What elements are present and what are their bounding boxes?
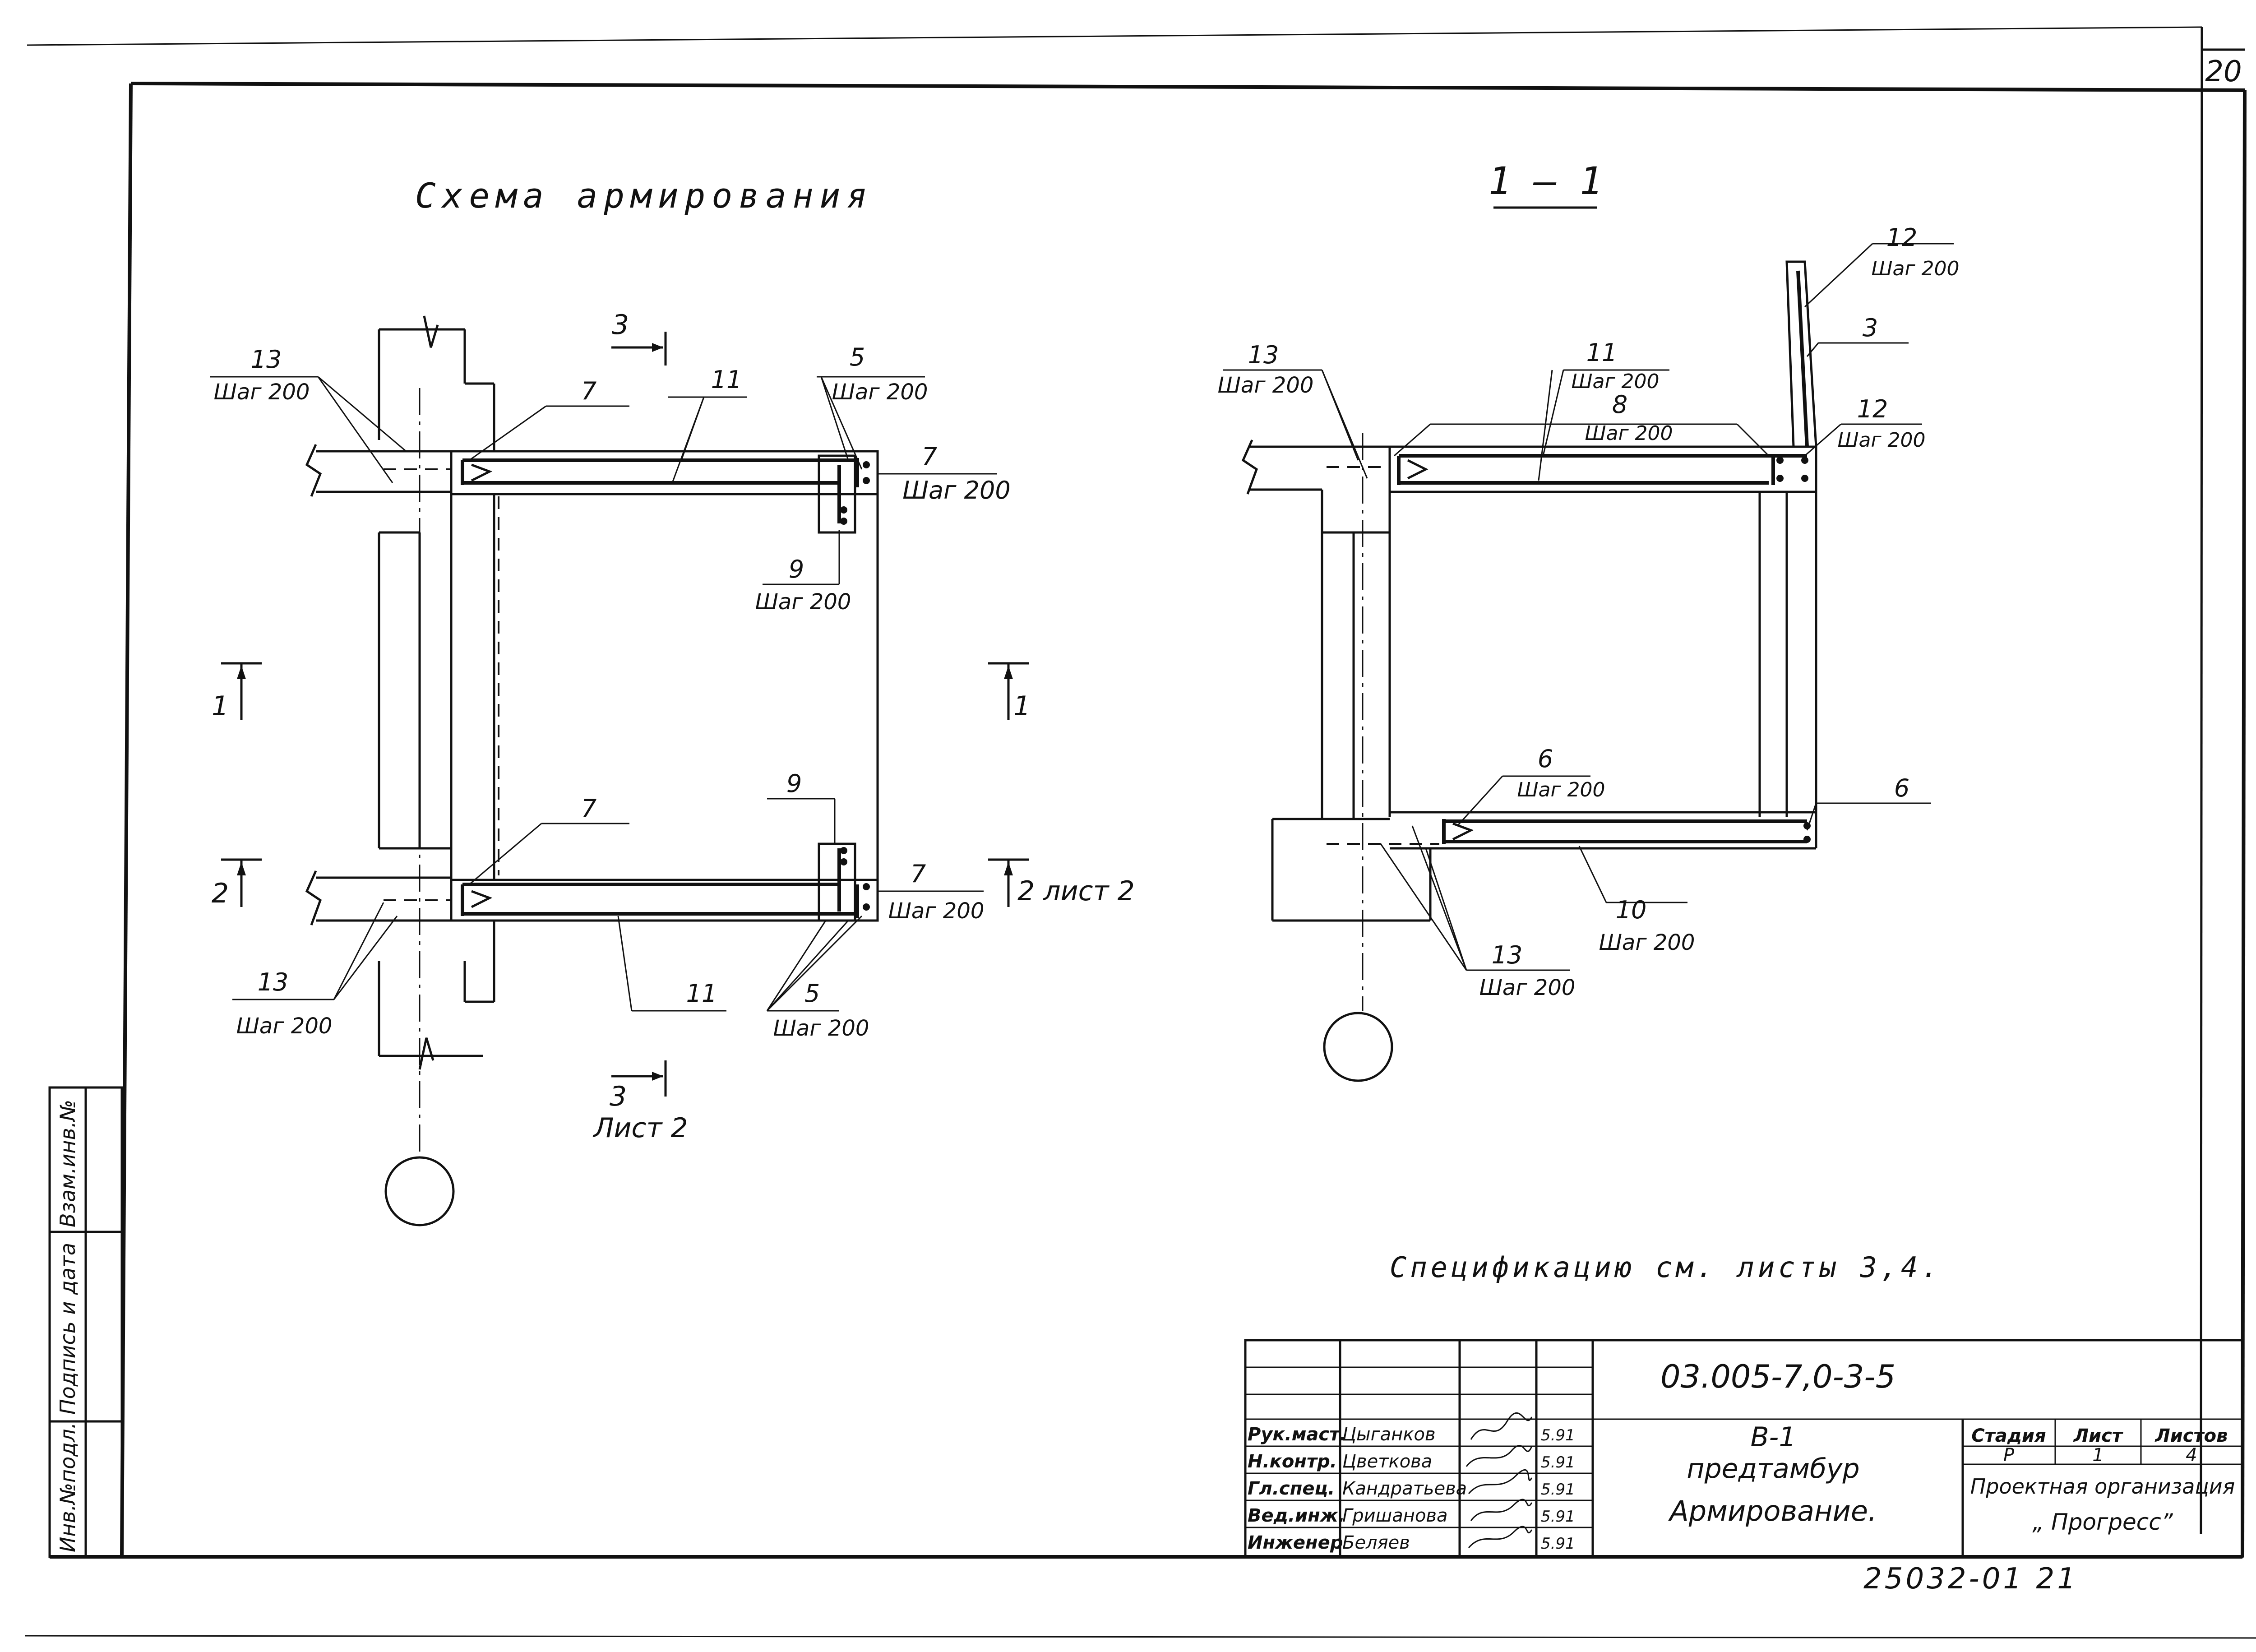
sheet-frame <box>24 26 2256 1639</box>
section-callout-6-inner-step: Шаг 200 <box>1517 778 1605 801</box>
plan-section-1-right: 1 <box>1013 690 1031 722</box>
tb-desc-line3: Армирование. <box>1668 1495 1877 1527</box>
section-geometry <box>1241 260 1817 1082</box>
plan-callout-7-right-top-step: Шаг 200 <box>902 476 1010 504</box>
plan-callout-5-bottom-num: 5 <box>804 979 820 1008</box>
title-block-grid <box>1244 1339 2244 1558</box>
plan-geometry <box>305 315 879 1226</box>
plan-callout-7-right-bottom-num: 7 <box>911 860 926 888</box>
section-callout-13-bottom-num: 13 <box>1492 941 1523 969</box>
tb-row-3-name: Кандратьева <box>1342 1478 1467 1499</box>
tb-stage-value: Р <box>2003 1445 2015 1466</box>
tb-row-3-role: Гл.спец. <box>1248 1478 1335 1499</box>
plan-callout-7-right-top-num: 7 <box>922 442 937 471</box>
tb-sheets-value: 4 <box>2186 1445 2197 1466</box>
section-callout-11-step: Шаг 200 <box>1571 370 1659 393</box>
plan-callout-5-top-num: 5 <box>850 343 865 371</box>
plan-section-3-bottom: 3 <box>610 1081 627 1112</box>
plan-section-marks <box>221 332 1029 1097</box>
tb-row-5-name: Беляев <box>1342 1532 1410 1553</box>
tb-row-1-role: Рук.маст. <box>1248 1424 1347 1445</box>
side-stamp <box>48 1086 123 1558</box>
section-leaders <box>1223 243 1954 971</box>
plan-callout-7-bottom-num: 7 <box>581 794 596 823</box>
plan-title: Схема армирования <box>415 176 874 216</box>
section-callout-8-step: Шаг 200 <box>1585 422 1673 445</box>
section-callout-13-top-num: 13 <box>1248 341 1279 369</box>
footer-code: 25032-01 21 <box>1863 1562 2078 1596</box>
section-callout-11-num: 11 <box>1586 338 1618 367</box>
plan-callout-11-bottom-num: 11 <box>686 979 717 1008</box>
plan-callout-13-top-step: Шаг 200 <box>214 379 310 405</box>
tb-row-3-date: 5.91 <box>1541 1481 1575 1499</box>
plan-callout-13-bottom-step: Шаг 200 <box>236 1013 333 1039</box>
section-callout-10-step: Шаг 200 <box>1599 930 1695 955</box>
section-callout-13-bottom-step: Шаг 200 <box>1479 975 1576 1000</box>
tb-row-4-name: Гришанова <box>1342 1505 1448 1526</box>
tb-row-2-name: Цветкова <box>1342 1451 1432 1472</box>
plan-callout-5-bottom-step: Шаг 200 <box>773 1016 869 1041</box>
side-stamp-replace-label: Взам.инв.№ <box>55 1100 80 1227</box>
plan-callout-9-bottom-num: 9 <box>786 769 802 798</box>
section-callout-12-top-num: 12 <box>1886 223 1918 252</box>
plan-callout-7-top-num: 7 <box>581 377 596 405</box>
section-callout-12-mid-step: Шаг 200 <box>1837 429 1925 452</box>
tb-row-5-date: 5.91 <box>1541 1535 1575 1553</box>
section-callout-6-inner-num: 6 <box>1538 745 1553 773</box>
title-block-code: 03.005-7,0-3-5 <box>1660 1358 1895 1395</box>
tb-desc-line1: В-1 <box>1751 1421 1796 1453</box>
tb-stage-label: Стадия <box>1971 1425 2046 1446</box>
plan-section-2-right: 2 лист 2 <box>1017 875 1135 907</box>
tb-sheets-label: Листов <box>2155 1425 2228 1446</box>
plan-callout-7-right-bottom-step: Шаг 200 <box>888 898 985 924</box>
signature-marks <box>1465 1412 1533 1548</box>
tb-row-2-role: Н.контр. <box>1248 1451 1337 1472</box>
spec-note: Спецификацию см. листы 3,4. <box>1390 1251 1942 1284</box>
side-stamp-sign-label: Подпись и дата <box>55 1243 80 1415</box>
section-callout-12-top-step: Шаг 200 <box>1871 257 1959 280</box>
section-callout-6-right-num: 6 <box>1894 774 1909 802</box>
plan-callout-9-top-num: 9 <box>789 555 804 583</box>
sheet-number: 20 <box>2205 55 2242 88</box>
tb-row-4-role: Вед.инж. <box>1248 1505 1345 1526</box>
plan-callout-11-top-num: 11 <box>711 366 742 394</box>
side-stamp-inv-label: Инв.№подл. <box>55 1422 80 1552</box>
plan-callout-9-top-step: Шаг 200 <box>755 589 851 615</box>
section-callout-12-mid-num: 12 <box>1857 395 1888 423</box>
section-callout-13-top-step: Шаг 200 <box>1218 373 1314 398</box>
plan-callout-13-top-num: 13 <box>251 345 282 374</box>
plan-section-3-bottom-sheet: Лист 2 <box>592 1112 688 1144</box>
tb-desc-line2: предтамбур <box>1687 1453 1859 1485</box>
section-title: 1 – 1 <box>1489 159 1603 203</box>
section-callout-3-num: 3 <box>1863 314 1878 342</box>
section-callout-10-num: 10 <box>1616 896 1647 924</box>
plan-callout-5-top-step: Шаг 200 <box>832 379 928 405</box>
plan-section-3-top: 3 <box>612 309 629 341</box>
section-callout-8-num: 8 <box>1612 390 1627 419</box>
tb-org-line2: „ Прогресс” <box>2032 1509 2173 1535</box>
tb-row-2-date: 5.91 <box>1541 1453 1575 1472</box>
tb-sheet-label: Лист <box>2073 1425 2124 1446</box>
tb-row-1-date: 5.91 <box>1541 1426 1575 1444</box>
tb-sheet-value: 1 <box>2092 1445 2103 1466</box>
plan-section-2-left: 2 <box>212 878 229 909</box>
tb-row-4-date: 5.91 <box>1541 1508 1575 1526</box>
plan-section-1-left: 1 <box>212 690 229 722</box>
plan-callout-13-bottom-num: 13 <box>258 968 289 996</box>
tb-row-1-name: Цыганков <box>1342 1424 1436 1445</box>
tb-org-line1: Проектная организация <box>1970 1474 2235 1499</box>
title-block-rows: Рук.маст. Цыганков 5.91 Н.контр. Цветков… <box>1248 1424 1575 1553</box>
tb-row-5-role: Инженер <box>1248 1532 1343 1553</box>
plan-leaders <box>210 376 997 1012</box>
